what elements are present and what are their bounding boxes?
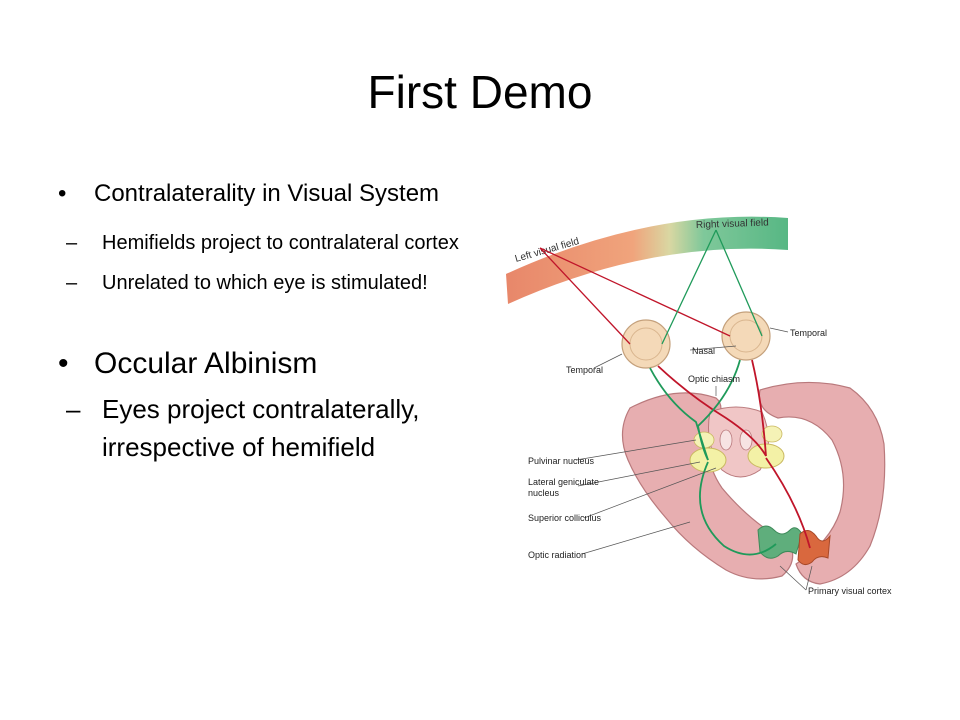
sub-bullet-text: Eyes project contralaterally, irrespecti… — [102, 394, 420, 462]
label-pulvinar-nucleus: Pulvinar nucleus — [528, 456, 595, 466]
primary-visual-cortex-right — [797, 530, 831, 566]
right-visual-field-label: Right visual field — [696, 217, 769, 231]
right-eye — [721, 311, 771, 361]
label-leaders — [575, 327, 813, 591]
label-optic-radiation: Optic radiation — [528, 550, 586, 560]
label-lgn-line2: nucleus — [528, 488, 560, 498]
left-eye — [621, 319, 671, 369]
sub-bullet-dash: – — [66, 272, 78, 294]
bullet-item: • Contralaterality in Visual System — [58, 176, 468, 212]
bullet-dot: • — [58, 180, 67, 207]
visual-field-band — [506, 216, 788, 304]
sub-bullet-item: – Unrelated to which eye is stimulated! — [58, 268, 468, 298]
label-temporal-right: Temporal — [790, 328, 827, 338]
label-primary-visual-cortex: Primary visual cortex — [808, 586, 892, 596]
label-temporal-left: Temporal — [566, 365, 603, 375]
bullet-dot: • — [58, 347, 69, 380]
label-optic-chiasm: Optic chiasm — [688, 374, 740, 384]
bullet-item: • Occular Albinism — [58, 344, 468, 384]
optic-pathways — [649, 359, 811, 556]
primary-visual-cortex-left — [757, 525, 803, 559]
visual-field-rays — [539, 229, 763, 345]
bullet-list: • Contralaterality in Visual System – He… — [58, 176, 468, 466]
visual-pathway-svg: Left visual field Right visual field — [506, 216, 892, 596]
label-nasal: Nasal — [692, 346, 715, 356]
bullet-text: Occular Albinism — [94, 347, 318, 380]
slide-title: First Demo — [367, 66, 593, 118]
sub-bullet-dash: – — [66, 394, 81, 424]
label-superior-colliculus: Superior colliculus — [528, 513, 602, 523]
brain-left-hemisphere — [621, 392, 794, 580]
sub-bullet-item: – Eyes project contralaterally, irrespec… — [58, 390, 468, 466]
sub-bullet-item: – Hemifields project to contralateral co… — [58, 228, 468, 258]
label-lgn-line1: Lateral geniculate — [528, 477, 599, 487]
sub-bullet-text: Hemifields project to contralateral cort… — [102, 232, 459, 254]
bullet-text: Contralaterality in Visual System — [94, 180, 440, 207]
sub-bullet-text: Unrelated to which eye is stimulated! — [102, 272, 428, 294]
visual-pathway-diagram: Left visual field Right visual field — [490, 212, 912, 600]
sub-bullet-dash: – — [66, 232, 78, 254]
brain-right-hemisphere — [758, 381, 886, 585]
